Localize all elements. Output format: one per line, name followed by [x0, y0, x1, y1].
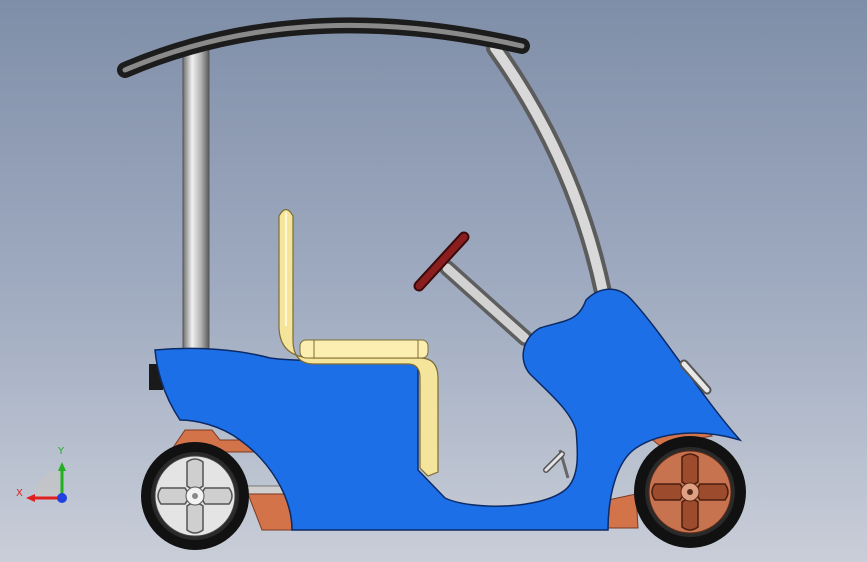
- rear-pillar: [182, 47, 210, 354]
- rear-wheel[interactable]: [141, 442, 249, 550]
- front-pillar-highlight: [490, 43, 608, 297]
- front-wheel-hub: [651, 453, 729, 531]
- triad-base: [34, 470, 62, 498]
- z-axis-dot: [57, 493, 67, 503]
- vehicle-body[interactable]: [154, 288, 743, 531]
- x-axis-arrowhead: [26, 494, 35, 502]
- y-axis-label: Y: [57, 446, 65, 457]
- seat-cushion[interactable]: [299, 339, 429, 359]
- x-axis-label: X: [16, 488, 23, 499]
- headlight-lens: [681, 361, 710, 393]
- steering-wheel-face: [415, 233, 468, 290]
- axis-triad: X Y: [16, 446, 67, 503]
- brake-pedal-face: [544, 452, 564, 472]
- front-pillar: [486, 39, 612, 301]
- y-axis-arrowhead: [58, 462, 66, 471]
- rear-footplate: [247, 493, 293, 531]
- front-wheel[interactable]: [634, 436, 746, 548]
- steering-column-highlight: [442, 263, 530, 343]
- roof-bar-highlight: [122, 22, 525, 73]
